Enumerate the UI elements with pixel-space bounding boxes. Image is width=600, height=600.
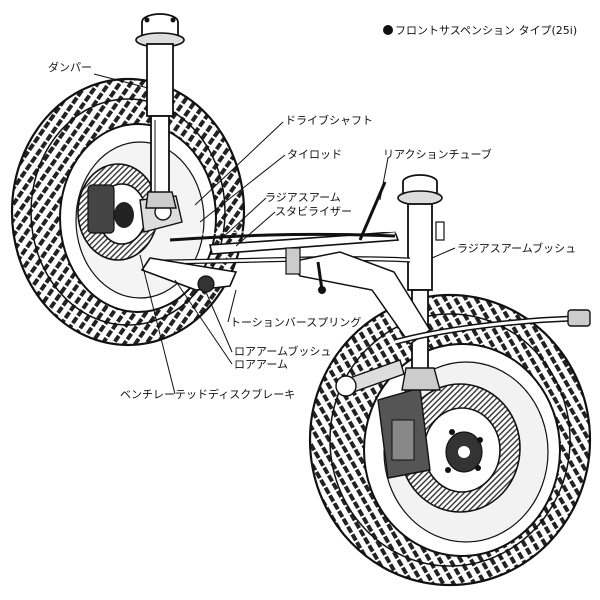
leader-radius-arm <box>219 197 267 241</box>
diagram-title: フロントサスペンション タイプ(25i) <box>383 22 577 38</box>
suspension-linkage <box>140 181 591 397</box>
bullet-dot <box>383 25 393 35</box>
label-stabilizer: スタビライザー <box>275 205 352 218</box>
leader-stabilizer <box>235 211 276 247</box>
label-ventilated-disc-brake: ベンチレーテッドディスクブレーキ <box>120 388 296 401</box>
right-wheel <box>308 293 592 587</box>
leader-lines <box>93 73 456 395</box>
label-radius-arm: ラジアスアーム <box>265 191 341 204</box>
leader-lower-arm-bush <box>205 291 233 353</box>
label-radius-arm-bush: ラジアスアームブッシュ <box>457 242 577 255</box>
leader-drive-shaft <box>194 121 284 206</box>
label-tie-rod: タイロッド <box>287 148 342 161</box>
label-damper: ダンパー <box>48 61 92 74</box>
title-text: フロントサスペンション タイプ(25i) <box>395 24 578 37</box>
right-brake-disc <box>377 383 521 513</box>
leader-torsion-bar <box>227 289 237 323</box>
left-wheel <box>10 77 246 347</box>
leader-tie-rod <box>199 154 286 223</box>
label-drive-shaft: ドライブシャフト <box>285 114 373 127</box>
leader-lower-arm <box>174 279 233 365</box>
leader-reaction-tube <box>379 157 389 201</box>
label-torsion-bar-spring: トーションバースプリング <box>230 316 362 329</box>
leader-radius-arm-bush <box>431 247 456 259</box>
label-lower-arm-bush: ロアアームブッシュ <box>234 345 332 358</box>
left-damper-strut <box>135 13 185 209</box>
label-reaction-tube: リアクションチューブ <box>383 148 492 161</box>
label-lower-arm: ロアアーム <box>234 358 289 371</box>
leader-disc-brake <box>139 254 176 395</box>
leader-damper <box>93 73 149 89</box>
